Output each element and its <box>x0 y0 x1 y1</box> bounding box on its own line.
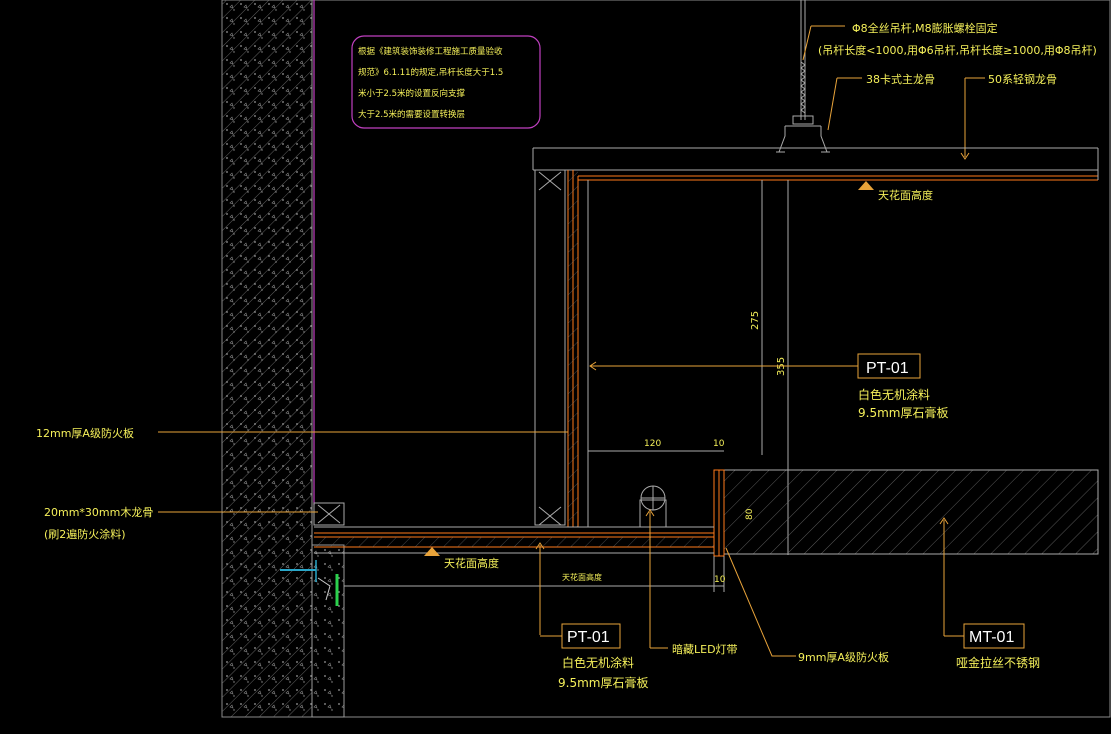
wood-keel-label-1: 20mm*30mm木龙骨 <box>44 506 153 519</box>
rod-label-2: (吊杆长度<1000,用Φ6吊杆,吊杆长度≥1000,用Φ8吊杆) <box>818 43 1097 57</box>
fireproof9-label: 9mm厚A级防火板 <box>798 650 889 664</box>
dim-80: 80 <box>745 508 755 520</box>
vertical-drop <box>534 169 589 527</box>
note-box: 根据《建筑装饰装修工程施工质量验收 规范》6.1.11的规定,吊杆长度大于1.5… <box>351 35 541 129</box>
led-label: 暗藏LED灯带 <box>672 642 738 656</box>
wood-keel-label-2: (刷2遍防火涂料) <box>44 527 126 541</box>
tag-code: PT-01 <box>866 360 909 377</box>
ceiling-height-bottom: 天花面高度 <box>444 556 499 570</box>
ceiling-height-top: 天花面高度 <box>878 188 933 202</box>
dim-10-top: 10 <box>713 439 725 449</box>
tag-desc-1: 白色无机涂料 <box>858 387 930 402</box>
dim-275: 275 <box>750 311 761 330</box>
drawing-frame <box>221 0 1111 718</box>
wall-connection-detail <box>280 560 339 606</box>
note-line-2: 规范》6.1.11的规定,吊杆长度大于1.5 <box>358 67 503 78</box>
material-tag-pt01-lower: PT-01 白色无机涂料 9.5mm厚石膏板 <box>540 623 648 690</box>
main-keel-label: 38卡式主龙骨 <box>866 73 935 86</box>
note-line-3: 米小于2.5米的设置反向支撑 <box>358 88 466 99</box>
tag-desc-2: 9.5mm厚石膏板 <box>858 405 948 420</box>
dim-10-bottom: 10 <box>714 575 726 585</box>
fireproof9-leader <box>725 547 796 657</box>
note-line-4: 大于2.5米的需要设置转换层 <box>358 109 465 120</box>
rod-label-1: Φ8全丝吊杆,M8膨胀螺栓固定 <box>852 21 998 35</box>
tag-desc-2: 9.5mm厚石膏板 <box>558 675 648 690</box>
tag-code: PT-01 <box>567 629 610 646</box>
material-tag-pt01-upper: PT-01 白色无机涂料 9.5mm厚石膏板 <box>857 353 948 420</box>
ceiling-height-marker-top <box>858 181 874 190</box>
stainless-panel <box>713 469 1099 557</box>
fireproof12-label: 12mm厚A级防火板 <box>36 426 134 440</box>
ceiling-height-marker-bottom <box>424 547 440 556</box>
led-fixture <box>639 485 667 528</box>
tag-desc-1: 白色无机涂料 <box>562 655 634 670</box>
tag-desc-1: 哑金拉丝不锈钢 <box>956 655 1040 670</box>
ceiling-board <box>532 147 1099 181</box>
light-keel-label: 50系轻钢龙骨 <box>988 72 1057 86</box>
hanger-rod <box>776 0 830 153</box>
concrete-wall <box>222 0 345 718</box>
note-line-1: 根据《建筑装饰装修工程施工质量验收 <box>358 46 503 57</box>
dim-120: 120 <box>644 439 661 449</box>
ceiling-dim-text: 天花面高度 <box>562 572 602 582</box>
tag-code: MT-01 <box>969 629 1014 646</box>
material-tag-mt01: MT-01 哑金拉丝不锈钢 <box>956 623 1040 670</box>
